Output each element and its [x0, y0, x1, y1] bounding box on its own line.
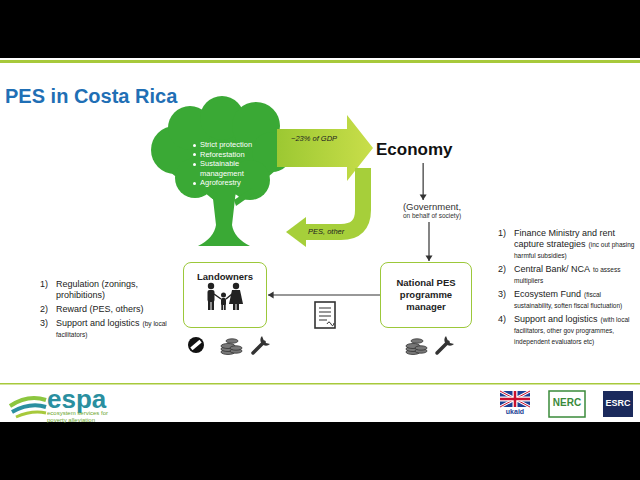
connector — [268, 292, 380, 299]
economy-node: Economy — [376, 140, 453, 160]
list-item: 1)Finance Ministry and rent capture stra… — [498, 228, 636, 261]
logo-wordmark: espa — [47, 386, 106, 412]
list-item: 4)Support and logistics(with local facil… — [498, 314, 636, 347]
item-text: Regulation (zonings, prohibitions) — [56, 279, 138, 300]
item-body: Support and logistics(by local facilitat… — [56, 318, 176, 340]
connector-line — [428, 222, 429, 261]
slide-title: PES in Costa Rica — [5, 85, 177, 108]
item-body: Finance Ministry and rent capture strate… — [514, 228, 636, 261]
connector — [420, 163, 427, 200]
bullet-text: Sustainable management — [193, 159, 285, 178]
government-node: (Government,on behalf of society) — [382, 201, 482, 219]
item-text: Reward (PES, others) — [56, 304, 144, 314]
list-item: 1)Regulation (zonings, prohibitions) — [40, 279, 176, 301]
box-title: Landowners — [197, 271, 253, 283]
arrowhead — [268, 292, 274, 299]
footer-rule — [0, 383, 640, 385]
item-number: 1) — [40, 279, 56, 301]
item-text: Support and logistics — [56, 318, 140, 328]
item-body: Central Bank/ NCAto assess multipliers — [514, 264, 636, 286]
item-text: Support and logistics — [514, 314, 598, 324]
connector — [426, 222, 433, 261]
nerc-logo — [549, 391, 585, 417]
bullet-text: Reforestation — [193, 150, 285, 160]
contract-icon — [315, 302, 335, 328]
wrench-icon — [437, 336, 454, 353]
arrowhead — [420, 194, 427, 200]
wrench-icon — [253, 336, 270, 353]
list-item: 2)Central Bank/ NCAto assess multipliers — [498, 264, 636, 286]
government-text: on behalf of society) — [382, 212, 482, 219]
flow-arrow — [304, 168, 363, 232]
item-text: Central Bank/ NCA — [514, 264, 590, 274]
economy-text: Economy — [376, 140, 453, 160]
list-item: 3)Ecosystem Fund(fiscal sustainability, … — [498, 289, 636, 311]
item-body: Support and logistics(with local facilit… — [514, 314, 636, 347]
espa-logo-mark — [10, 398, 46, 417]
item-body: Regulation (zonings, prohibitions) — [56, 279, 176, 301]
box-title: National PES programme manager — [387, 277, 465, 313]
logo-tagline: ecosystem services for poverty alleviati… — [47, 410, 119, 423]
tree-node: Strict protectionReforestationSustainabl… — [185, 128, 285, 238]
logo-text: ukaid — [500, 408, 530, 416]
item-text: Ecosystem Fund — [514, 289, 581, 299]
item-number: 1) — [498, 228, 514, 261]
landowner-instruments-list: 1)Regulation (zonings, prohibitions)2)Re… — [40, 279, 176, 343]
list-item: 3)Support and logistics(by local facilit… — [40, 318, 176, 340]
coins-icon — [221, 339, 242, 355]
ukaid-logo — [500, 391, 530, 407]
landowners-box: Landowners — [183, 262, 267, 328]
manager-instruments-list: 1)Finance Ministry and rent capture stra… — [498, 228, 636, 350]
bullet-text: Strict protection — [193, 140, 285, 150]
logo-text: ESRC — [603, 398, 633, 409]
item-number: 2) — [498, 264, 514, 286]
prohibition-icon — [188, 337, 204, 353]
tree-illustration — [151, 96, 292, 246]
coins-icon — [406, 339, 427, 355]
list-item: 2)Reward (PES, others) — [40, 304, 176, 315]
connector — [286, 168, 363, 247]
edge-label: PES, other — [308, 227, 344, 236]
esrc-logo — [603, 391, 633, 417]
item-number: 4) — [498, 314, 514, 347]
item-body: Reward (PES, others) — [56, 304, 144, 315]
bullet-text: Agroforestry — [193, 178, 285, 188]
item-body: Ecosystem Fund(fiscal sustainability, so… — [514, 289, 636, 311]
connector-line — [268, 294, 380, 295]
arrowhead — [426, 255, 433, 261]
pes-manager-box: National PES programme manager — [380, 262, 472, 328]
government-text: (Government, — [382, 201, 482, 212]
logo-text: NERC — [549, 397, 585, 409]
edge-label: ~23% of GDP — [291, 134, 337, 143]
item-number: 3) — [498, 289, 514, 311]
item-number: 3) — [40, 318, 56, 340]
flow-arrowhead — [286, 217, 306, 247]
item-number: 2) — [40, 304, 56, 315]
top-rule — [0, 60, 640, 63]
